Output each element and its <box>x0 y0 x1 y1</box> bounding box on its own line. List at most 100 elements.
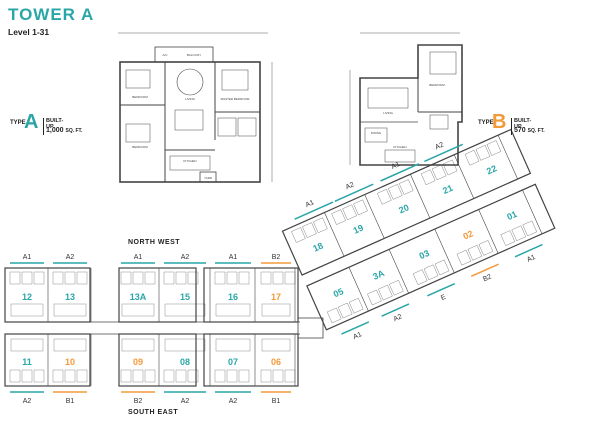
room-outline <box>163 271 175 285</box>
right-unit-partition <box>453 154 475 199</box>
unit-number-top: 13 <box>65 292 75 302</box>
page-title: TOWER A <box>8 5 95 24</box>
unit-type-underline-right-bottom <box>381 303 410 317</box>
unit-number-right-top: 22 <box>485 163 498 176</box>
unit-type-label-right-top: A1 <box>390 161 401 171</box>
type-a-bed-1 <box>125 69 151 89</box>
unit-type-underline-right-top <box>380 163 420 182</box>
room-outline <box>187 271 199 285</box>
unit-number-bottom: 11 <box>22 357 32 367</box>
room-outline <box>378 284 393 301</box>
room-outline <box>389 280 404 296</box>
room-outline <box>144 369 156 383</box>
room-outline <box>284 369 296 383</box>
room-outline <box>464 150 480 166</box>
type-a-bed-master <box>221 69 249 91</box>
type-a-kitchen-counter <box>169 155 211 171</box>
room-outline <box>388 184 403 200</box>
unit-number-top: 16 <box>228 292 238 302</box>
north-west-label: NORTH WEST <box>128 239 181 246</box>
room-outline <box>302 222 317 238</box>
type-a-yard <box>199 171 217 183</box>
unit-number-right-top: 18 <box>311 240 324 253</box>
unit-type-label-bottom: B1 <box>272 398 281 405</box>
type-a-bath-2 <box>237 117 257 137</box>
room-outline <box>164 303 206 317</box>
type-b-bed <box>429 51 457 75</box>
room-outline <box>76 271 88 285</box>
type-a-outer-wall <box>119 61 261 183</box>
type-a-divider <box>43 118 44 135</box>
room-outline <box>120 369 132 383</box>
unit-number-bottom: 10 <box>65 357 75 367</box>
room-outline <box>348 297 364 314</box>
right-unit-partition <box>434 228 455 274</box>
type-b-dining-table <box>364 127 388 143</box>
unit-type-label-top: A2 <box>181 254 190 261</box>
room-outline <box>511 225 526 241</box>
type-b-kitchen-counter <box>384 149 416 163</box>
unit-type-underline-right-bottom <box>341 321 370 335</box>
type-a-master-label: MASTER BEDROOM <box>221 97 250 101</box>
block-outline-bottom <box>203 333 299 387</box>
room-outline <box>442 159 458 176</box>
room-outline <box>467 245 483 261</box>
type-b-size-unit: SQ. FT. <box>527 128 545 134</box>
unit-type-label-top: B2 <box>272 254 281 261</box>
room-outline <box>399 179 414 195</box>
type-a-label: TYPE <box>10 120 26 126</box>
room-outline <box>64 271 76 285</box>
room-outline <box>272 369 284 383</box>
room-outline <box>64 369 76 383</box>
unit-type-label-right-bottom: A1 <box>526 254 537 264</box>
room-outline <box>132 369 144 383</box>
right-unit-partition <box>522 189 543 234</box>
type-b-divider <box>511 118 512 135</box>
unit-type-label-right-bottom: A1 <box>352 331 363 341</box>
room-outline <box>52 271 64 285</box>
room-outline <box>215 338 251 352</box>
room-outline <box>21 271 33 285</box>
room-outline <box>353 199 368 216</box>
lift-core-connector <box>297 317 324 339</box>
type-a-size-value: 1,000 <box>46 127 64 134</box>
type-b-builtup-label: BUILT-UP <box>514 118 532 130</box>
block-outline-top <box>4 267 91 323</box>
room-outline <box>226 369 238 383</box>
type-b-dining-label: DINING <box>371 131 382 135</box>
unit-number-bottom: 06 <box>271 357 281 367</box>
room-outline <box>121 338 155 352</box>
room-outline <box>214 271 226 285</box>
unit-number-right-top: 20 <box>397 202 410 215</box>
room-outline <box>9 271 21 285</box>
type-b-letter: B <box>492 111 507 133</box>
room-outline <box>132 271 144 285</box>
room-outline <box>478 240 494 256</box>
room-outline <box>175 369 187 383</box>
room-outline <box>522 220 537 237</box>
unit-number-right-bottom: 01 <box>505 209 518 222</box>
type-a-sofa <box>176 68 204 96</box>
room-outline <box>456 249 472 266</box>
room-outline <box>9 369 21 383</box>
unit-number-bottom: 07 <box>228 357 238 367</box>
room-outline <box>486 140 502 156</box>
unit-type-label-right-top: A2 <box>434 141 445 151</box>
unit-type-underline-right-top <box>424 143 464 163</box>
room-outline <box>144 271 156 285</box>
type-a-yard-label: YARD <box>204 176 213 180</box>
room-outline <box>260 369 272 383</box>
type-b-living-label: LIVING <box>383 111 394 115</box>
type-a-ac-label: A/C <box>162 53 168 57</box>
room-outline <box>367 289 382 306</box>
room-outline <box>291 227 306 243</box>
room-outline <box>434 259 450 276</box>
